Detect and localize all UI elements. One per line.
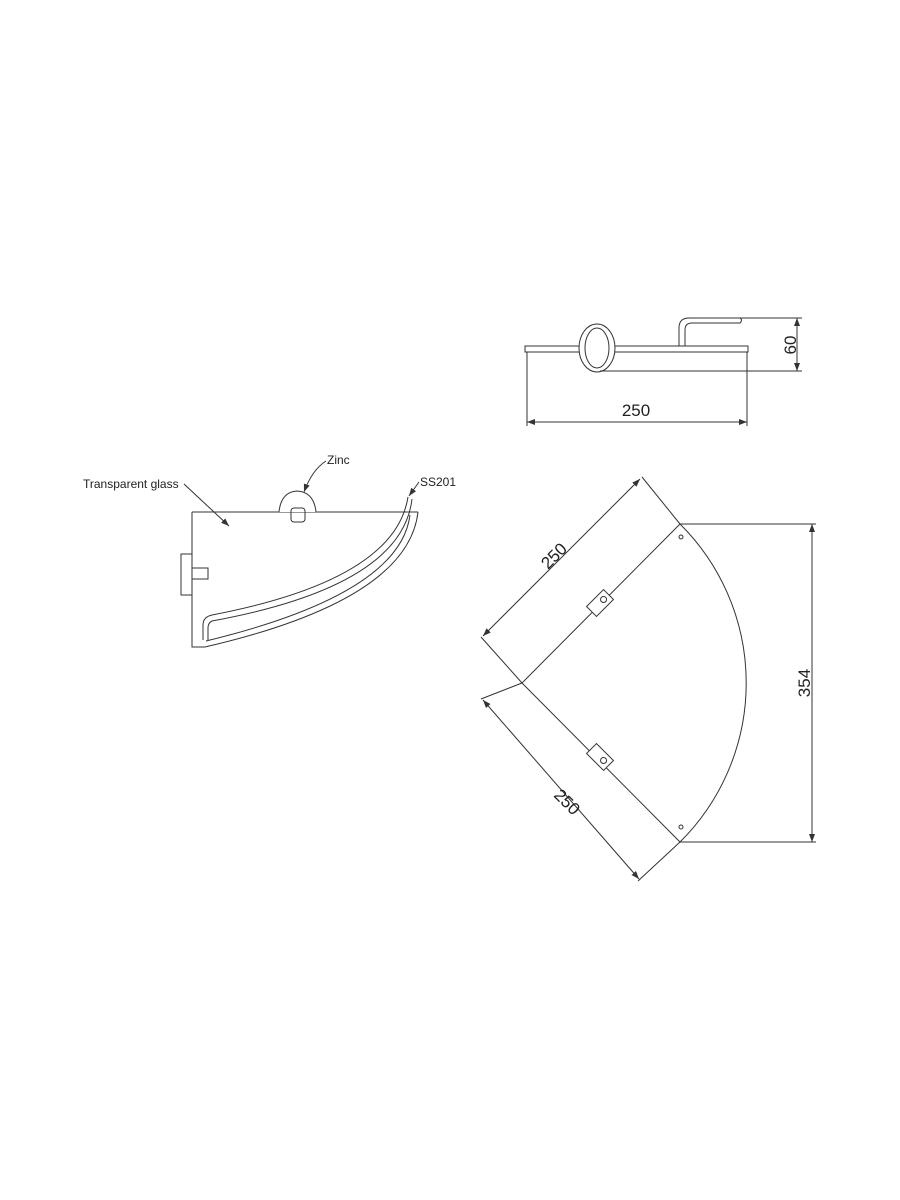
zinc-knob bbox=[278, 490, 317, 513]
bracket-lower bbox=[585, 742, 615, 772]
dim-250-upper-label: 250 bbox=[537, 539, 570, 572]
dim-250-upper bbox=[482, 478, 641, 637]
wall-flange bbox=[180, 553, 193, 596]
shelf-plan-outline bbox=[521, 523, 747, 843]
extension-line bbox=[637, 841, 681, 882]
hole bbox=[678, 534, 684, 540]
label-transparent-glass: Transparent glass bbox=[83, 477, 179, 491]
wall-peg bbox=[191, 567, 209, 580]
dim-250-lower-label: 250 bbox=[550, 785, 583, 818]
glass-curve-outer bbox=[204, 511, 419, 648]
mount-ring bbox=[578, 323, 616, 373]
zinc-knob-stem bbox=[290, 507, 306, 523]
extension-line bbox=[641, 476, 681, 525]
steel-rail bbox=[202, 496, 413, 640]
leader-zinc bbox=[303, 460, 327, 493]
dim-250-lower bbox=[482, 699, 640, 880]
hole bbox=[678, 824, 684, 830]
rail-hook bbox=[678, 317, 742, 346]
mount-ring-inner bbox=[584, 327, 610, 369]
glass-curve-inner bbox=[205, 514, 411, 642]
dim-60-label: 60 bbox=[781, 336, 800, 355]
extension-line bbox=[480, 682, 523, 700]
dim-354-label: 354 bbox=[795, 669, 814, 697]
leader-glass bbox=[183, 483, 230, 527]
leader-ss201 bbox=[408, 481, 420, 497]
shelf-edge bbox=[524, 345, 749, 353]
glass-outline bbox=[191, 511, 418, 648]
top-view: 60 250 bbox=[524, 317, 802, 426]
side-view: Transparent glass Zinc SS201 bbox=[83, 453, 456, 648]
bracket-upper bbox=[585, 588, 615, 618]
label-ss201: SS201 bbox=[420, 475, 456, 489]
plan-view: 250 250 354 bbox=[480, 476, 816, 882]
dim-250-label: 250 bbox=[622, 401, 650, 420]
label-zinc: Zinc bbox=[327, 453, 350, 467]
extension-line bbox=[480, 636, 523, 684]
